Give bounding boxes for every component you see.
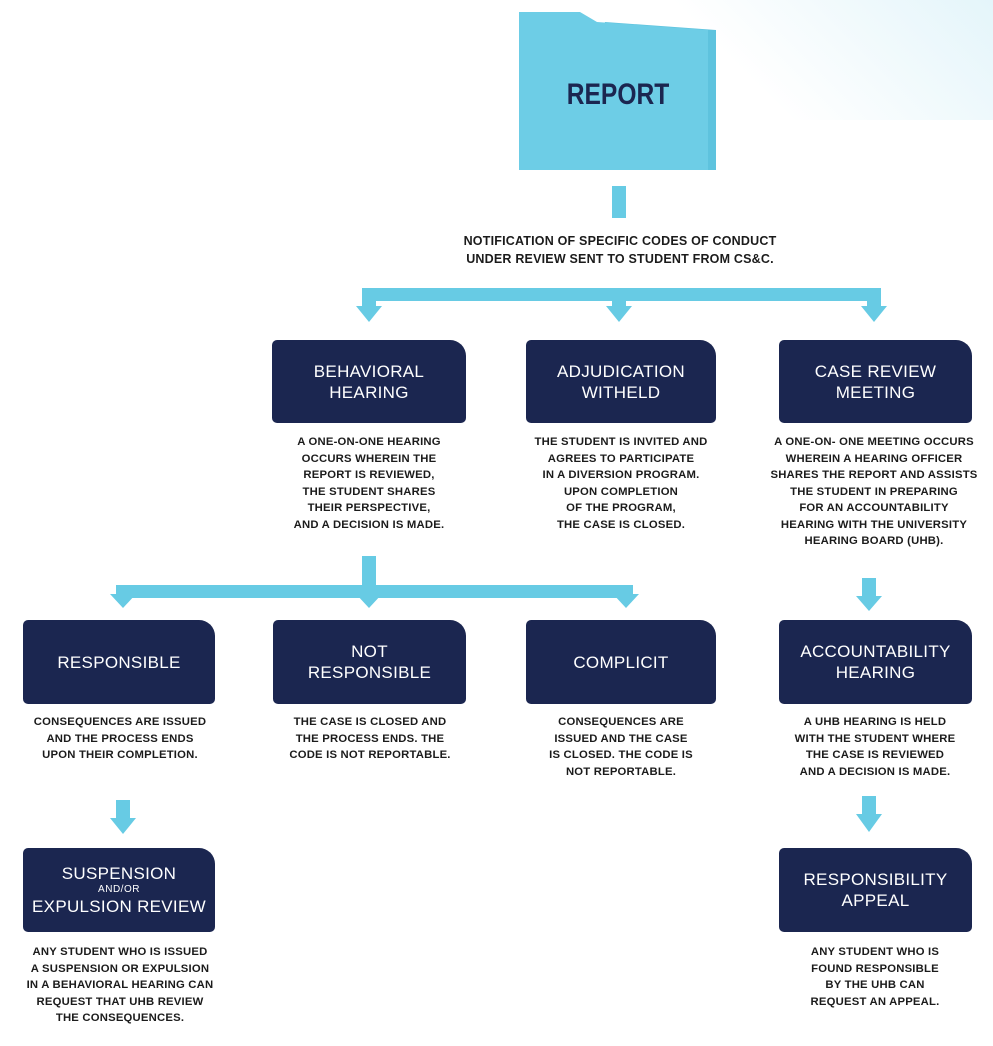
arrow-complicit <box>613 594 639 608</box>
complicit-description: CONSEQUENCES ARE ISSUED AND THE CASE IS … <box>549 716 693 778</box>
stem-suspension <box>116 800 130 822</box>
suspension-review-description: ANY STUDENT WHO IS ISSUED A SUSPENSION O… <box>26 946 214 1024</box>
branch-drop-left <box>362 288 376 310</box>
arrow-case-review <box>861 306 887 322</box>
complicit-box: COMPLICIT <box>526 620 716 704</box>
accountability-hearing-box: ACCOUNTABILITY HEARING <box>779 620 972 704</box>
not-responsible-box: NOT RESPONSIBLE <box>273 620 466 704</box>
responsible-description: CONSEQUENCES ARE ISSUED AND THE PROCESS … <box>33 716 207 761</box>
arrow-suspension <box>110 818 136 834</box>
accountability-hearing-description: A UHB HEARING IS HELD WITH THE STUDENT W… <box>794 716 956 778</box>
suspension-expulsion-review-box: SUSPENSION AND/OR EXPULSION REVIEW <box>23 848 215 932</box>
responsibility-appeal-description: ANY STUDENT WHO IS FOUND RESPONSIBLE BY … <box>810 946 940 1008</box>
adjudication-withheld-description: THE STUDENT IS INVITED AND AGREES TO PAR… <box>534 436 708 531</box>
arrow-behavioral <box>356 306 382 322</box>
notification-text: NOTIFICATION OF SPECIFIC CODES OF CONDUC… <box>463 234 777 266</box>
responsible-box: RESPONSIBLE <box>23 620 215 704</box>
adjudication-withheld-box: ADJUDICATION WITHELD <box>526 340 716 423</box>
report-stem <box>612 186 626 218</box>
behavioral-hearing-box: BEHAVIORAL HEARING <box>272 340 466 423</box>
branch-drop-center <box>612 288 626 310</box>
case-review-meeting-box: CASE REVIEW MEETING <box>779 340 972 423</box>
arrow-adjudication <box>606 306 632 322</box>
behavioral-hearing-description: A ONE-ON-ONE HEARING OCCURS WHEREIN THE … <box>293 436 445 531</box>
case-review-meeting-description: A ONE-ON- ONE MEETING OCCURS WHEREIN A H… <box>770 436 978 547</box>
arrow-appeal <box>856 814 882 832</box>
stem-appeal <box>862 796 876 818</box>
arrow-not-responsible <box>356 594 382 608</box>
branch-drop-right <box>867 288 881 310</box>
arrow-responsible <box>110 594 136 608</box>
responsibility-appeal-box: RESPONSIBILITY APPEAL <box>779 848 972 932</box>
arrow-accountability <box>856 596 882 611</box>
stem-accountability <box>862 578 876 600</box>
not-responsible-description: THE CASE IS CLOSED AND THE PROCESS ENDS.… <box>289 716 451 761</box>
report-label: REPORT <box>566 78 670 111</box>
